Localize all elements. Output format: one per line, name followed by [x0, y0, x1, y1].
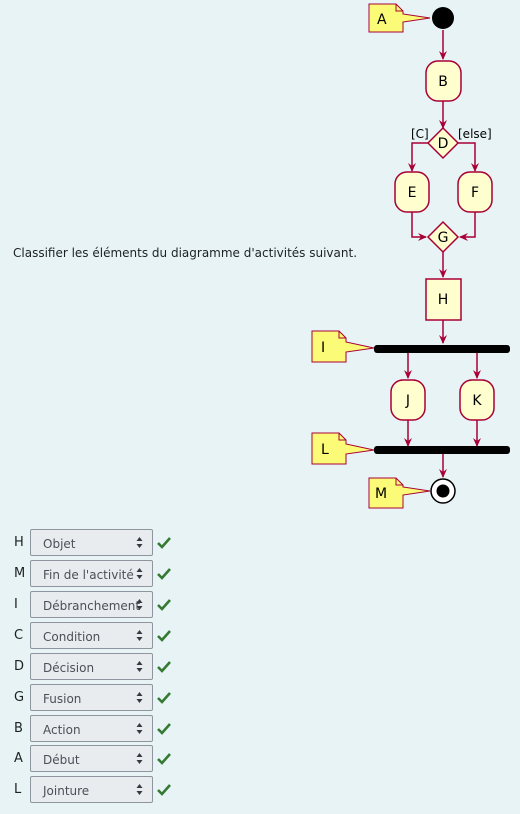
- select-arrows-icon: [136, 692, 143, 703]
- answer-row: D Décision: [0, 653, 200, 681]
- answer-row: I Débranchement: [0, 591, 200, 619]
- select-arrows-icon: [136, 599, 143, 610]
- answer-row: A Début: [0, 745, 200, 773]
- select-arrows-icon: [136, 568, 143, 579]
- answer-key: I: [14, 597, 18, 612]
- answer-select[interactable]: Action: [30, 715, 153, 742]
- answer-select[interactable]: Débranchement: [30, 591, 153, 618]
- check-icon: [157, 784, 171, 796]
- select-arrows-icon: [136, 630, 143, 641]
- merge-g-label: G: [438, 230, 449, 246]
- action-b-label: B: [438, 74, 448, 90]
- check-icon: [157, 537, 171, 549]
- object-h-label: H: [438, 292, 449, 308]
- answer-value: Fusion: [43, 692, 82, 706]
- select-arrows-icon: [136, 723, 143, 734]
- initial-node: [432, 7, 454, 29]
- answer-value: Début: [43, 753, 80, 767]
- fork-bar: [374, 345, 510, 353]
- note-i-label: I: [321, 340, 325, 356]
- check-icon: [157, 599, 171, 611]
- answer-key: C: [14, 628, 24, 643]
- action-j: J: [390, 379, 426, 421]
- select-arrows-icon: [136, 784, 143, 795]
- check-icon: [157, 723, 171, 735]
- note-i: I: [311, 330, 375, 363]
- action-e: E: [394, 171, 430, 213]
- select-arrows-icon: [136, 753, 143, 764]
- action-f-label: F: [471, 185, 479, 201]
- object-h: H: [425, 278, 462, 321]
- action-e-label: E: [408, 185, 417, 201]
- answer-select[interactable]: Objet: [30, 529, 153, 556]
- answer-row: L Jointure: [0, 776, 200, 804]
- check-icon: [157, 753, 171, 765]
- answer-value: Action: [43, 723, 81, 737]
- note-l: L: [311, 432, 375, 465]
- answer-value: Condition: [43, 630, 101, 644]
- action-k-label: K: [472, 393, 482, 409]
- merge-g: G: [426, 220, 460, 254]
- action-j-label: J: [405, 393, 410, 409]
- answer-select[interactable]: Jointure: [30, 776, 153, 803]
- decision-d-label: D: [438, 136, 449, 152]
- answer-key: L: [14, 782, 22, 797]
- final-node: [430, 478, 456, 504]
- connectors: [404, 30, 481, 478]
- select-arrows-icon: [136, 661, 143, 672]
- note-a-label: A: [377, 12, 387, 28]
- check-icon: [157, 630, 171, 642]
- guard-else: [else]: [458, 127, 492, 141]
- answer-key: B: [14, 721, 23, 736]
- join-bar: [374, 446, 510, 454]
- check-icon: [157, 568, 171, 580]
- action-f: F: [457, 171, 493, 213]
- answer-value: Jointure: [43, 784, 90, 798]
- answer-select[interactable]: Fin de l'activité: [30, 560, 153, 587]
- select-arrows-icon: [136, 537, 143, 548]
- activity-diagram: A B D [C] [else] E F G H I J: [311, 3, 510, 509]
- answer-row: B Action: [0, 715, 200, 743]
- question-text: Classifier les éléments du diagramme d'a…: [13, 246, 358, 260]
- decision-d: D: [426, 126, 460, 160]
- action-k: K: [459, 379, 495, 421]
- answer-row: C Condition: [0, 622, 200, 650]
- check-icon: [157, 692, 171, 704]
- answer-select[interactable]: Fusion: [30, 684, 153, 711]
- answer-row: M Fin de l'activité: [0, 560, 200, 588]
- answer-select[interactable]: Condition: [30, 622, 153, 649]
- answer-key: D: [14, 659, 25, 674]
- note-m-label: M: [375, 486, 387, 502]
- answer-select[interactable]: Décision: [30, 653, 153, 680]
- answer-key: G: [14, 690, 25, 705]
- answer-key: M: [14, 566, 26, 581]
- answer-key: H: [14, 535, 24, 550]
- answer-select[interactable]: Début: [30, 745, 153, 772]
- answer-row: H Objet: [0, 529, 200, 557]
- answer-value: Objet: [43, 537, 76, 551]
- action-b: B: [425, 60, 462, 102]
- note-l-label: L: [321, 442, 329, 458]
- note-a: A: [368, 3, 431, 33]
- answer-value: Débranchement: [43, 599, 141, 613]
- answer-value: Fin de l'activité: [43, 568, 134, 582]
- answer-row: G Fusion: [0, 684, 200, 712]
- answer-value: Décision: [43, 661, 95, 675]
- guard-c: [C]: [411, 127, 429, 141]
- note-m: M: [368, 477, 431, 509]
- answer-key: A: [14, 751, 23, 766]
- check-icon: [157, 661, 171, 673]
